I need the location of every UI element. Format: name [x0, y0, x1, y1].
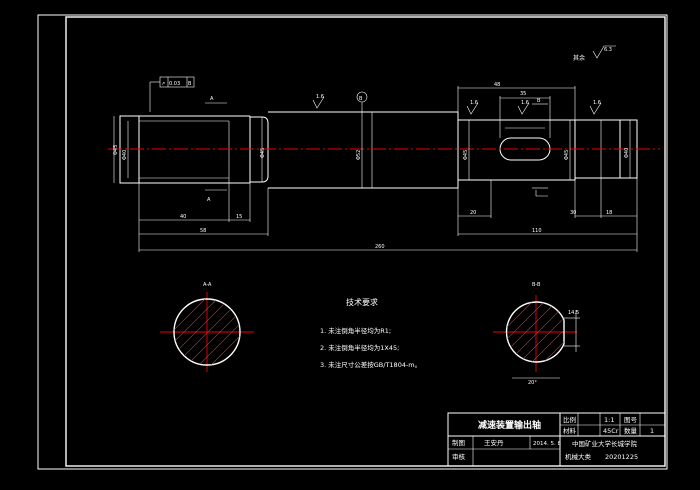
svg-text:Φ45: Φ45 — [260, 148, 266, 158]
tech-req-item-1: 1. 未注倒角半径均为R1; — [320, 326, 391, 335]
tolerance-value: 0.03 — [169, 81, 180, 87]
datum-b-marker: B — [356, 91, 368, 112]
svg-text:18: 18 — [606, 210, 612, 216]
tech-req-item-2: 2. 未注倒角半径均为1X45; — [320, 343, 399, 352]
svg-text:1.6: 1.6 — [521, 100, 529, 106]
svg-text:110: 110 — [532, 228, 542, 234]
roughness-symbols: 1.6 1.6 1.6 1.6 — [312, 94, 602, 115]
svg-text:王安丹: 王安丹 — [484, 438, 504, 447]
svg-text:1: 1 — [650, 427, 654, 435]
title-block: 减速装置输出轴 比例 1:1 图号 材料 45Cr 数量 1 制图 王安丹 20… — [447, 412, 666, 467]
roughness-note-value: 6.3 — [604, 47, 612, 53]
svg-text:图号: 图号 — [624, 416, 638, 424]
section-bb: B-B 14.5 20° — [493, 282, 580, 386]
tech-req-title: 技术要求 — [346, 297, 378, 307]
section-aa: A-A — [160, 282, 254, 372]
svg-text:中国矿业大学长城学院: 中国矿业大学长城学院 — [572, 439, 638, 448]
svg-text:20201225: 20201225 — [605, 453, 638, 461]
svg-text:1.6: 1.6 — [470, 100, 478, 106]
svg-text:15: 15 — [236, 214, 242, 220]
svg-text:48: 48 — [494, 82, 500, 88]
section-b-top-label: B — [537, 98, 541, 104]
svg-text:制图: 制图 — [452, 438, 465, 447]
section-a-top-label: A — [210, 96, 214, 102]
svg-text:审核: 审核 — [452, 452, 466, 461]
diameter-dimensions: Φ45 Φ40 Φ45 Φ52 Φ45 Φ45 Φ40 — [113, 112, 631, 188]
section-a-marks: A A — [205, 96, 227, 203]
svg-text:260: 260 — [375, 244, 385, 250]
svg-text:Φ45: Φ45 — [113, 145, 119, 155]
roughness-note-text: 其余 — [573, 54, 585, 62]
svg-text:Φ45: Φ45 — [463, 150, 469, 160]
svg-text:14.5: 14.5 — [568, 310, 579, 316]
svg-text:1:1: 1:1 — [604, 416, 614, 424]
part-name: 减速装置输出轴 — [478, 419, 541, 431]
svg-text:35: 35 — [520, 91, 526, 97]
svg-text:45Cr: 45Cr — [603, 427, 619, 435]
shaft-outline — [119, 111, 638, 236]
section-aa-title: A-A — [203, 282, 212, 288]
datum-b-label: B — [359, 96, 363, 102]
section-bb-title: B-B — [532, 282, 541, 288]
top-dimensions: 48 35 — [457, 82, 576, 138]
inner-border — [65, 16, 666, 467]
svg-text:20°: 20° — [528, 380, 537, 386]
svg-text:20: 20 — [470, 210, 476, 216]
svg-text:58: 58 — [200, 228, 206, 234]
svg-text:数量: 数量 — [624, 426, 638, 435]
svg-text:40: 40 — [180, 214, 186, 220]
tolerance-symbol: ↗ — [161, 81, 165, 87]
svg-text:Φ45: Φ45 — [564, 150, 570, 160]
svg-text:Φ40: Φ40 — [624, 148, 630, 158]
length-dimensions: 40 15 58 260 110 20 30 18 — [138, 178, 638, 252]
svg-text:机械大类: 机械大类 — [565, 452, 592, 461]
section-b-marks: B — [532, 98, 548, 189]
tolerance-frame: ↗ 0.03 B — [149, 76, 195, 112]
svg-text:30: 30 — [570, 210, 576, 216]
svg-text:2014. 5. 8: 2014. 5. 8 — [533, 441, 561, 447]
tolerance-datum: B — [188, 81, 192, 87]
svg-text:材料: 材料 — [563, 426, 577, 435]
svg-text:1.6: 1.6 — [593, 100, 601, 106]
svg-text:Φ40: Φ40 — [122, 150, 128, 160]
section-a-bottom-label: A — [207, 197, 211, 203]
roughness-note-symbol: 6.3 — [592, 45, 616, 59]
outer-border — [37, 14, 668, 470]
svg-text:Φ52: Φ52 — [356, 150, 362, 160]
svg-text:1.6: 1.6 — [316, 94, 324, 100]
svg-text:比例: 比例 — [563, 415, 576, 424]
tech-req-item-3: 3. 未注尺寸公差按GB/T1804-m。 — [320, 360, 421, 369]
technical-requirements: 技术要求 1. 未注倒角半径均为R1; 2. 未注倒角半径均为1X45; 3. … — [320, 297, 421, 369]
